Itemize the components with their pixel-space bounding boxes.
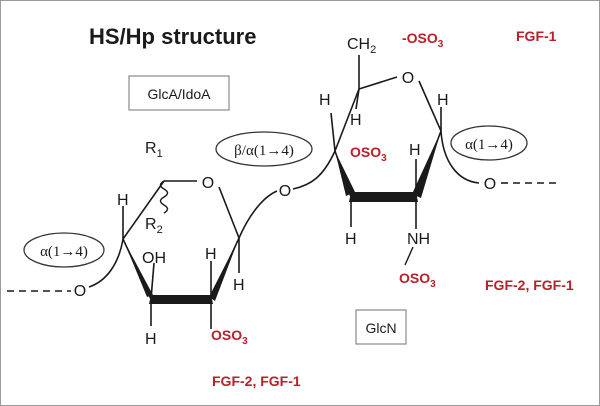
right-ring-oxygen: O — [402, 70, 414, 87]
ring-bond — [358, 76, 398, 90]
ch2-label: CH2 — [347, 36, 376, 56]
middle-glyco-bond-right — [292, 150, 336, 190]
sub-bond — [404, 246, 414, 266]
ring-bond — [418, 80, 442, 132]
nh-label: NH — [407, 231, 430, 248]
glca-idoa-box — [128, 75, 230, 111]
middle-linkage-label: β/α(1→4) — [234, 143, 294, 159]
right-linkage-ellipse — [450, 125, 528, 161]
right-ring: CH2 O O H H H H H NH — [292, 36, 561, 266]
ring-bold-bond — [349, 192, 418, 202]
left-linkage-label: α(1→4) — [40, 244, 88, 260]
diagram-title: HS/Hp structure — [89, 24, 256, 49]
left-ring: O O O R1 R2 H OH H H H — [7, 140, 291, 348]
ring-bold-bond — [149, 295, 213, 304]
middle-linkage-ellipse — [215, 131, 313, 167]
oso3-2-label: OSO3 — [211, 327, 248, 347]
right-h-c3: H — [345, 231, 357, 248]
oso3-6-label: -OSO3 — [402, 30, 444, 50]
fgf-bottom-label: FGF-2, FGF-1 — [212, 373, 301, 389]
oh-label: OH — [142, 250, 166, 267]
r2-label: R2 — [145, 216, 163, 236]
oso3-3-label: OSO3 — [350, 144, 387, 164]
ring-bond — [218, 186, 240, 239]
left-ring-oxygen: O — [202, 175, 214, 192]
glcn-box — [355, 309, 407, 345]
sub-bond — [150, 262, 155, 300]
wavy-bond — [159, 180, 169, 214]
ring-wedge — [335, 151, 355, 196]
middle-glycosidic-oxygen: O — [279, 183, 291, 200]
fgf-top-label: FGF-1 — [516, 28, 557, 44]
ring-wedge — [209, 238, 239, 301]
middle-glyco-bond-left — [238, 190, 278, 239]
right-h-c1: H — [437, 92, 449, 109]
sub-bond — [330, 112, 336, 152]
fgf-right-label: FGF-2, FGF-1 — [485, 277, 574, 293]
sulfation-annotations: -OSO3 FGF-1 OSO3 OSO3 FGF-2, FGF-1 OSO3 … — [211, 28, 574, 389]
r1-label: R1 — [145, 140, 163, 160]
glcn-label: GlcN — [365, 320, 396, 336]
right-glycosidic-oxygen: O — [484, 176, 496, 193]
left-h-c1: H — [233, 277, 245, 294]
right-h-c5: H — [350, 112, 362, 129]
right-h-c4: H — [319, 92, 331, 109]
sub-bond — [355, 88, 360, 110]
left-h-bottom: H — [145, 331, 157, 348]
left-glyco-bond — [88, 238, 124, 288]
ring-wedge — [123, 239, 153, 297]
ring-bond — [122, 180, 165, 240]
right-glyco-bond — [440, 130, 480, 184]
left-linkage-ellipse — [23, 232, 105, 268]
left-h-c4: H — [117, 192, 129, 209]
glca-idoa-label: GlcA/IdoA — [147, 86, 211, 102]
left-h-c2: H — [205, 246, 217, 263]
left-glycosidic-oxygen: O — [74, 283, 86, 300]
right-linkage-label: α(1→4) — [465, 137, 513, 153]
ring-wedge — [412, 131, 441, 198]
right-h-c2: H — [409, 142, 421, 159]
ring-bond — [334, 88, 360, 152]
oso3-n-label: OSO3 — [399, 270, 436, 290]
